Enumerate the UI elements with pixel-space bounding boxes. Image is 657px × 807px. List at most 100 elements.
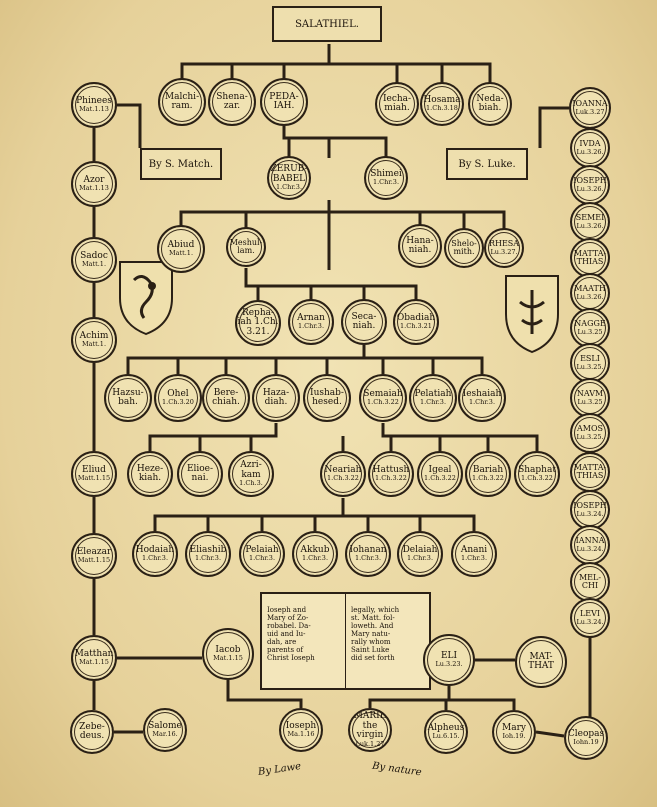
node-name: Iecha- miah. — [382, 93, 412, 113]
banner-by-st-luke: By S. Luke. — [446, 148, 528, 180]
node-name: Bere- chiah. — [212, 387, 240, 407]
node-reference: Mar.16. — [152, 730, 178, 739]
connector-line — [535, 730, 565, 738]
node-meshullam: Meshul- lam. — [226, 227, 266, 267]
node-name: Neda- biah. — [476, 93, 504, 113]
node-name: Ohel — [167, 388, 189, 399]
book-left-text: Ioseph and Mary of Zo- robabel. Da- uid … — [267, 606, 315, 663]
node-name: Sadoc — [80, 250, 108, 261]
node-reference: Matt.1. — [81, 260, 107, 269]
connector-line — [329, 62, 492, 84]
connector-line — [538, 106, 569, 148]
connector-line — [343, 514, 476, 531]
node-name: IANNA — [575, 536, 605, 546]
node-name: Azor — [83, 174, 105, 185]
node-reference: 1.Ch.3. — [239, 479, 263, 488]
node-reference: 1.Chr.3. — [354, 554, 382, 563]
connector-line — [180, 44, 331, 80]
connector-line — [282, 126, 331, 158]
node-reference: Lu.3.26. — [576, 184, 604, 193]
banner-left-text: By S. Match. — [148, 158, 214, 170]
node-hananiah: Hana- niah. — [398, 224, 442, 268]
right-heraldic-shield-icon — [505, 275, 559, 354]
node-reference: Luk.1.27 — [355, 739, 385, 748]
node-malchiram: Malchi- ram. — [158, 78, 206, 126]
node-name: MATTA- THIAS — [573, 248, 607, 266]
node-name: Iushab- hesed. — [310, 387, 344, 407]
node-reference: 1.Chr.3. — [406, 554, 434, 563]
node-hasadiah: Haza- diah. — [252, 374, 300, 422]
connector-line — [327, 356, 484, 374]
node-reference: Lu.3.24. — [576, 509, 604, 518]
node-name: MAT- THAT — [528, 651, 554, 671]
node-name: Pelatiah — [414, 388, 452, 399]
node-name: Mary — [502, 722, 526, 733]
node-jushabhesed: Iushab- hesed. — [303, 374, 351, 422]
node-mattathias2: MATTA- THIAS — [570, 452, 610, 492]
node-name: MAATH — [574, 284, 606, 294]
node-reference: 1.Ch.3.21 — [400, 322, 432, 331]
node-name: Iacob — [215, 644, 241, 655]
node-reference: Ioh.19. — [502, 732, 526, 741]
title-text: SALATHIEL. — [295, 18, 359, 30]
node-name: Azri- kam — [240, 460, 262, 480]
node-reference: 1.Chr.3. — [372, 178, 400, 187]
book-right-text: legally, which st. Matt. fol- loweth. An… — [351, 606, 400, 663]
node-shecaniah: Seca- niah. — [341, 299, 387, 345]
node-name: MARIE the virgin — [353, 711, 387, 741]
node-name: NAGGE — [574, 319, 606, 329]
node-reference: Matt.1.15 — [77, 556, 111, 565]
node-reference: Lu.3.25 — [577, 327, 603, 336]
node-reference: 1.Ch.3.20 — [162, 398, 194, 407]
node-name: Matthan — [74, 648, 114, 659]
node-name: Eleazar — [76, 546, 112, 557]
node-name: Salome — [148, 720, 182, 731]
node-name: Seca- niah. — [351, 311, 377, 331]
node-name: Malchi- ram. — [164, 91, 200, 111]
node-name: ELI — [440, 650, 458, 661]
node-name: Hattush — [372, 464, 410, 475]
node-reference: Lu.3.23. — [435, 660, 463, 669]
node-name: ZERUB- BABEL — [270, 164, 308, 184]
node-name: Ioseph — [285, 720, 317, 731]
node-name: Hana- niah. — [406, 235, 434, 255]
node-name: Eliud — [82, 464, 106, 475]
node-shelomith: Shelo- mith. — [444, 228, 484, 268]
connector-line — [117, 103, 142, 148]
node-hashubah: Hazsu- bah. — [104, 374, 152, 422]
node-reference: Lu.3.26. — [576, 292, 604, 301]
node-name: Cleopas — [567, 728, 605, 739]
node-berechiah: Bere- chiah. — [202, 374, 250, 422]
node-name: Repha- iah 1.Ch. 3.21. — [237, 307, 279, 337]
node-name: Haza- diah. — [262, 387, 290, 407]
connector-line — [126, 345, 366, 374]
node-reference: 1.Ch.3.22 — [521, 474, 553, 483]
node-reference: Lu.3.26. — [576, 221, 604, 230]
connector-line — [449, 698, 516, 710]
node-name: Achim — [79, 330, 109, 341]
